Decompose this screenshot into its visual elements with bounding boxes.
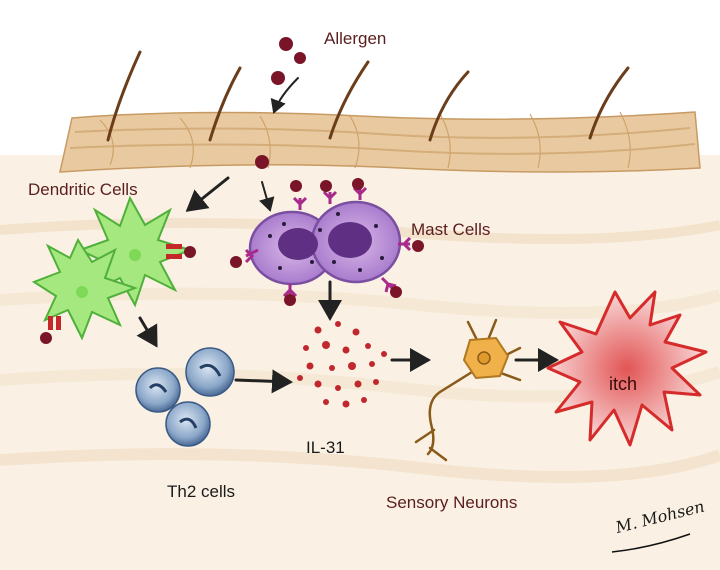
signature-underline	[611, 533, 691, 553]
sensory-neuron	[414, 318, 522, 462]
th2-cells-label: Th2 cells	[167, 482, 236, 501]
sensory-neurons-label: Sensory Neurons	[386, 493, 518, 512]
dendritic-receptors	[40, 244, 196, 344]
il31-label: IL-31	[306, 438, 345, 457]
allergen-particles	[255, 37, 306, 169]
il31-cytokines	[297, 321, 387, 408]
dendritic-cells-label: Dendritic Cells	[28, 180, 138, 199]
skin-layer	[59, 111, 701, 173]
itch-label: itch	[609, 374, 638, 394]
pathway-arrows	[136, 77, 559, 394]
allergen-label: Allergen	[324, 29, 387, 48]
hair-strands	[106, 50, 630, 142]
mast-cells-label: Mast Cells	[411, 220, 491, 239]
itch-burst	[546, 290, 708, 447]
dendritic-cells	[31, 195, 193, 341]
th2-cells	[135, 347, 235, 447]
mast-cells	[230, 178, 424, 306]
